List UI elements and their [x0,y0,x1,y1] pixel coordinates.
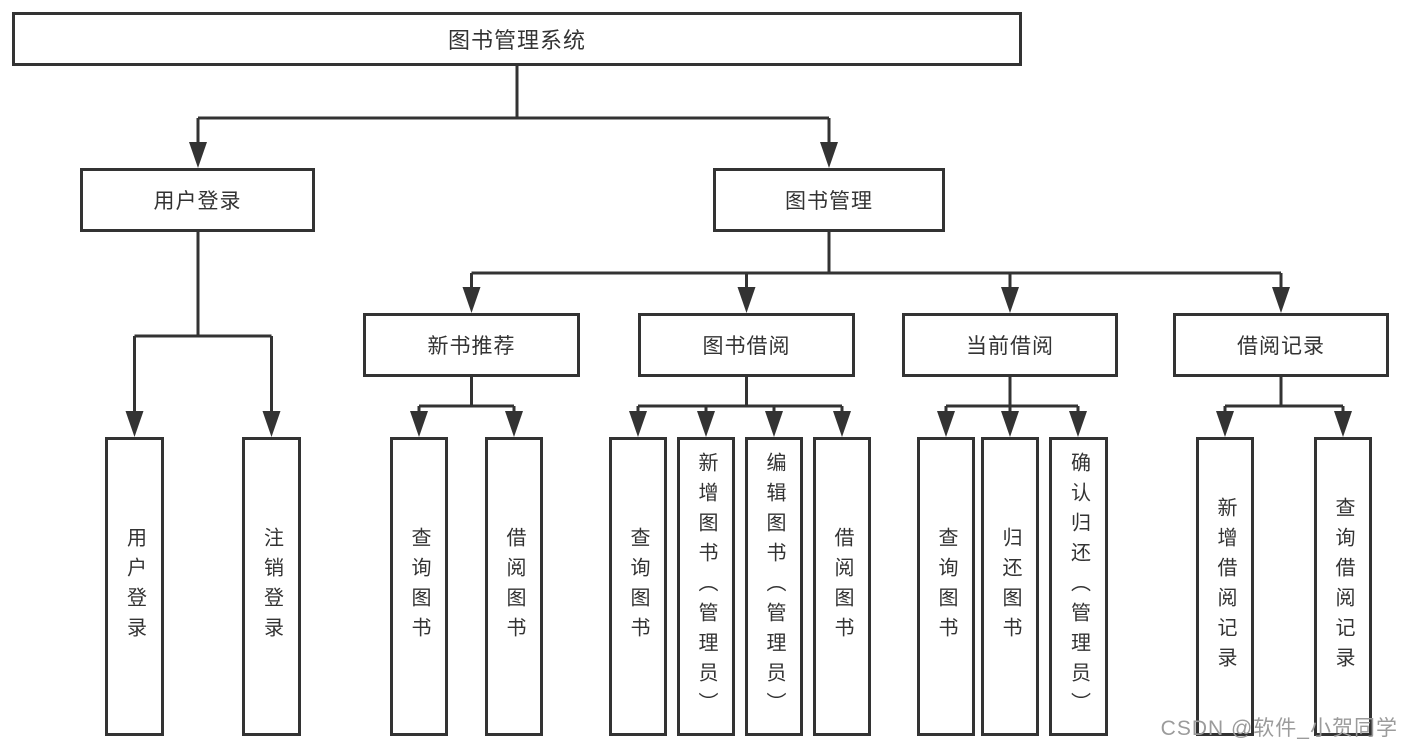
connector-bookborrow-leaves [636,377,844,416]
node-label: 用户登录 [153,190,242,213]
arrowhead [1069,411,1087,437]
arrowhead [1001,287,1019,313]
connector-bookmgmt-level3 [470,232,1283,292]
node-leaf-edit-book-admin: 编辑图书（管理员） [745,437,803,736]
node-book-borrowing: 图书借阅 [638,313,855,377]
arrowhead [125,411,144,437]
connector-root-level2 [196,66,831,148]
node-leaf-confirm-return-admin: 确认归还（管理员） [1049,437,1108,736]
node-current-borrowing: 当前借阅 [902,313,1118,377]
node-label: 图书借阅 [702,335,791,358]
arrowhead [937,411,955,437]
leaf-label: 新增图书（管理员） [695,451,717,722]
arrowhead [262,411,281,437]
node-leaf-query-book-3: 查询图书 [917,437,975,736]
leaf-label: 查询图书 [627,526,649,647]
connector-borrowrecords-leaves [1223,377,1345,416]
node-label: 当前借阅 [966,335,1054,358]
arrowhead [697,411,715,437]
node-label: 新书推荐 [427,335,516,358]
leaf-label: 借阅图书 [503,526,525,647]
arrowhead [765,411,783,437]
node-leaf-borrow-book-1: 借阅图书 [485,437,543,736]
node-leaf-query-borrow-record: 查询借阅记录 [1314,437,1372,736]
node-new-book-recommend: 新书推荐 [363,313,580,377]
node-label: 图书管理系统 [447,28,586,53]
arrowhead [505,411,523,437]
node-leaf-add-borrow-record: 新增借阅记录 [1196,437,1254,736]
leaf-label: 借阅图书 [831,526,853,647]
node-leaf-borrow-book-2: 借阅图书 [813,437,871,736]
connector-currentborrow-leaves [944,377,1080,416]
leaf-label: 查询借阅记录 [1332,496,1354,677]
arrowheads [125,142,1352,437]
leaf-label: 确认归还（管理员） [1067,451,1090,722]
node-borrowing-records: 借阅记录 [1173,313,1389,377]
arrowhead [737,287,756,313]
arrowhead [1334,411,1352,437]
node-label: 借阅记录 [1237,335,1325,358]
arrowhead [1272,287,1290,313]
leaf-label: 新增借阅记录 [1214,496,1236,677]
arrowhead [629,411,647,437]
leaf-label: 归还图书 [999,526,1021,647]
arrowhead [462,287,481,313]
arrowhead [1216,411,1234,437]
connector-newbookrec-leaves [417,377,516,416]
arrowhead [1001,411,1019,437]
arrowhead [833,411,851,437]
leaf-label: 注销登录 [260,526,283,647]
node-leaf-return-book: 归还图书 [981,437,1039,736]
leaf-label: 编辑图书（管理员） [763,451,785,722]
node-book-mgmt-system: 图书管理系统 [12,12,1022,66]
leaf-label: 查询图书 [408,526,430,647]
node-user-login: 用户登录 [80,168,315,232]
node-leaf-query-book-2: 查询图书 [609,437,667,736]
leaf-label: 用户登录 [123,526,146,647]
node-leaf-query-book-1: 查询图书 [390,437,448,736]
node-leaf-logout: 注销登录 [242,437,301,736]
arrowhead [410,411,428,437]
node-leaf-user-login: 用户登录 [105,437,164,736]
node-book-mgmt: 图书管理 [713,168,945,232]
node-label: 图书管理 [785,190,873,213]
connector-userlogin-leaves [133,232,273,416]
arrowhead [189,142,207,168]
node-leaf-add-book-admin: 新增图书（管理员） [677,437,735,736]
arrowhead [820,142,838,168]
leaf-label: 查询图书 [935,526,957,647]
